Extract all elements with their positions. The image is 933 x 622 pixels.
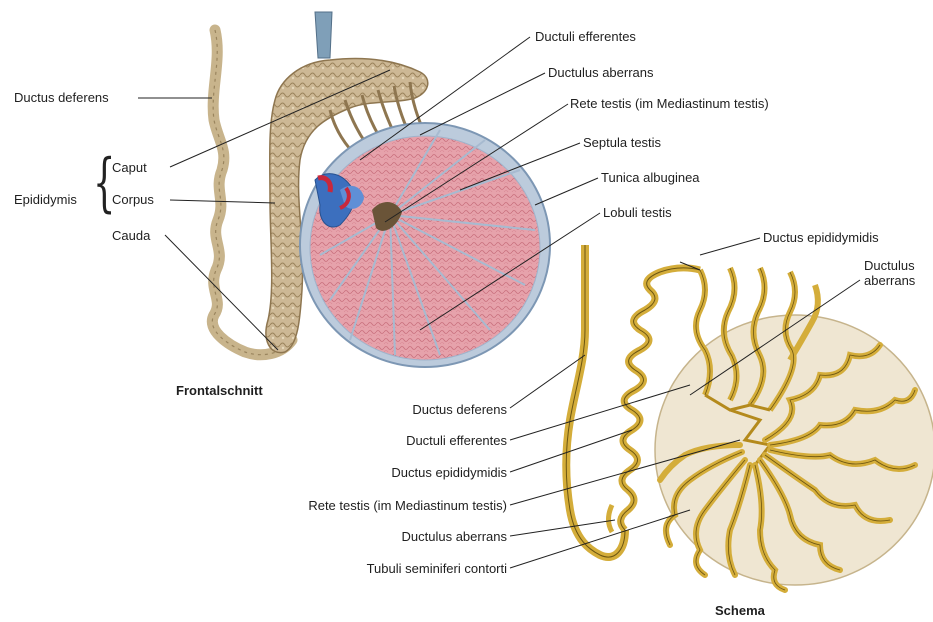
label-ductus-deferens-frontal: Ductus deferens	[14, 90, 109, 105]
schema-ductulus-aberrans	[609, 505, 613, 532]
label-ductuli-efferentes-frontal: Ductuli efferentes	[535, 29, 636, 44]
label-septula-testis: Septula testis	[583, 135, 661, 150]
frontal-illustration	[212, 12, 550, 367]
label-ductulus-top-1: Ductulus	[864, 258, 915, 273]
label-ductus-epididymidis-schema: Ductus epididymidis	[391, 465, 507, 480]
caption-frontalschnitt: Frontalschnitt	[176, 383, 263, 398]
spermatic-cord-vessels	[315, 12, 332, 58]
label-lobuli-testis: Lobuli testis	[603, 205, 672, 220]
label-ductus-epididymidis-top: Ductus epididymidis	[763, 230, 879, 245]
label-ductuli-efferentes-schema: Ductuli efferentes	[406, 433, 507, 448]
label-epididymis: Epididymis	[14, 192, 77, 207]
label-ductulus-aberrans-frontal: Ductulus aberrans	[548, 65, 654, 80]
label-rete-testis-schema: Rete testis (im Mediastinum testis)	[308, 498, 507, 513]
label-tubuli-seminiferi: Tubuli seminiferi contorti	[367, 561, 507, 576]
label-caput: Caput	[112, 160, 147, 175]
label-ductulus-top-2: aberrans	[864, 273, 915, 288]
label-cauda: Cauda	[112, 228, 150, 243]
label-rete-testis-frontal: Rete testis (im Mediastinum testis)	[570, 96, 769, 111]
schema-illustration	[566, 245, 933, 590]
label-ductulus-aberrans-schema: Ductulus aberrans	[402, 529, 508, 544]
label-tunica-albuginea: Tunica albuginea	[601, 170, 700, 185]
caption-schema: Schema	[715, 603, 765, 618]
label-ductus-deferens-schema: Ductus deferens	[412, 402, 507, 417]
schema-ductus-deferens	[566, 245, 625, 557]
label-corpus: Corpus	[112, 192, 154, 207]
